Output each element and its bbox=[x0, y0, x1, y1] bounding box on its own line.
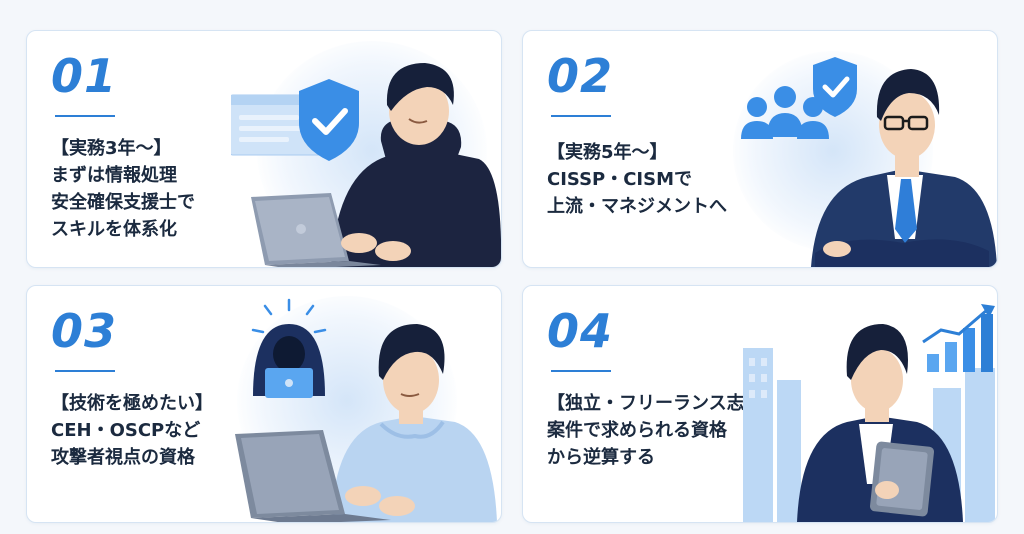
illustration-hacker-study bbox=[235, 298, 497, 522]
card-text-line: 攻撃者視点の資格 bbox=[51, 447, 195, 468]
hacker-icon bbox=[251, 298, 327, 398]
laptop-icon bbox=[235, 430, 391, 522]
card-text-line: から逆算する bbox=[547, 447, 655, 468]
illustration-manager bbox=[741, 57, 997, 267]
number-underline bbox=[551, 370, 611, 372]
card-text-line: 安全確保支援士で bbox=[51, 192, 195, 213]
card-text-line: まずは情報処理 bbox=[51, 165, 177, 186]
card-text-line: 【技術を極めたい】 bbox=[51, 393, 213, 414]
card-text: 【技術を極めたい】 CEH・OSCPなど 攻撃者視点の資格 bbox=[51, 390, 271, 471]
step-number: 04 bbox=[547, 304, 614, 358]
card-text-line: 【実務5年～】 bbox=[547, 142, 668, 163]
card-text-line: CISSP・CISMで bbox=[547, 169, 693, 190]
card-04: 04 【独立・フリーランス志向】 案件で求められる資格 から逆算する bbox=[522, 285, 998, 523]
card-text-line: スキルを体系化 bbox=[51, 219, 177, 240]
step-number: 03 bbox=[51, 304, 118, 358]
card-text-line: CEH・OSCPなど bbox=[51, 420, 201, 441]
card-text-line: 案件で求められる資格 bbox=[547, 420, 727, 441]
step-number: 01 bbox=[51, 49, 118, 103]
card-text-line: 【独立・フリーランス志向】 bbox=[547, 393, 781, 414]
shield-icon bbox=[299, 79, 359, 161]
card-01: 01 【実務3年～】 まずは情報処理 安全確保支援士で スキルを体系化 bbox=[26, 30, 502, 268]
number-underline bbox=[55, 370, 115, 372]
card-text-line: 【実務3年～】 bbox=[51, 138, 172, 159]
number-underline bbox=[55, 115, 115, 117]
card-text: 【実務5年～】 CISSP・CISMで 上流・マネジメントへ bbox=[547, 139, 767, 220]
card-text: 【独立・フリーランス志向】 案件で求められる資格 から逆算する bbox=[547, 390, 781, 471]
shield-icon bbox=[813, 57, 857, 117]
tablet-icon bbox=[869, 441, 935, 517]
step-number: 02 bbox=[547, 49, 614, 103]
team-icon bbox=[741, 86, 829, 139]
illustration-person-laptop bbox=[231, 63, 501, 267]
card-text: 【実務3年～】 まずは情報処理 安全確保支援士で スキルを体系化 bbox=[51, 135, 271, 243]
card-02: 02 【実務5年～】 CISSP・CISMで 上流・マネジメントへ bbox=[522, 30, 998, 268]
laptop-icon bbox=[251, 193, 381, 267]
illustration-freelancer bbox=[743, 304, 995, 522]
growth-chart-icon bbox=[922, 304, 995, 372]
card-03: 03 【技術を極めたい】 CEH・OSCPなど 攻撃者視点の資格 bbox=[26, 285, 502, 523]
glasses-icon bbox=[883, 115, 929, 131]
card-text-line: 上流・マネジメントへ bbox=[547, 196, 727, 217]
number-underline bbox=[551, 115, 611, 117]
